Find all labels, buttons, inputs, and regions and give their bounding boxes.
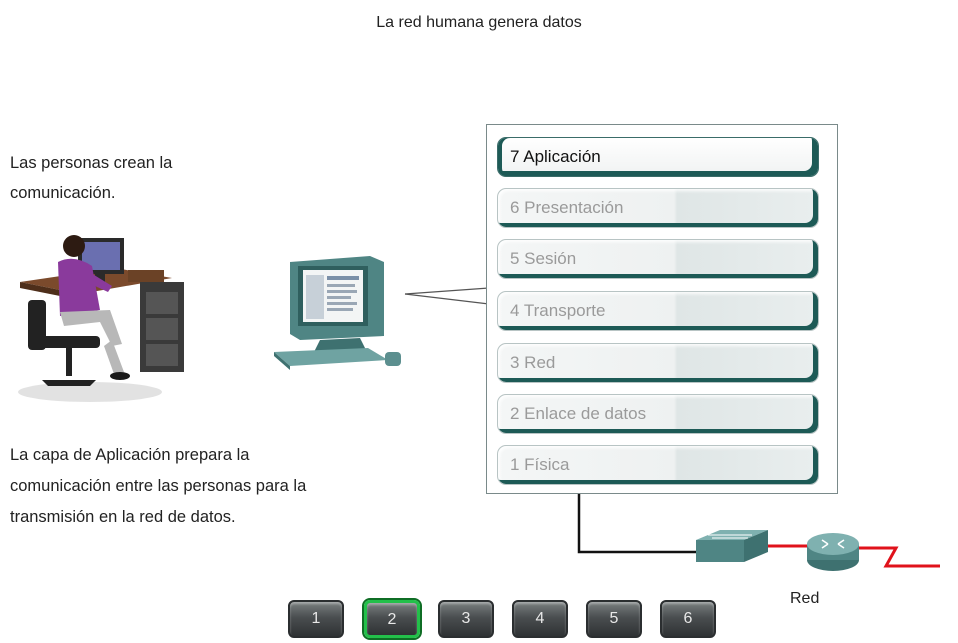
application-caption: La capa de Aplicación prepara la comunic… — [10, 440, 430, 533]
nav-button-5[interactable]: 5 — [586, 600, 642, 638]
router-icon — [807, 533, 859, 571]
layer-5-session[interactable]: 5 Sesión — [497, 239, 819, 279]
osi-layer-panel: 7 Aplicación 6 Presentación 5 Sesión 4 T… — [486, 124, 838, 494]
network-label: Red — [790, 590, 820, 607]
person-at-desk-icon — [18, 235, 184, 402]
layer-3-network[interactable]: 3 Red — [497, 343, 819, 383]
nav-button-2[interactable]: 2 — [364, 600, 420, 638]
layer-2-data-link[interactable]: 2 Enlace de datos — [497, 394, 819, 434]
application-caption-line-2: comunicación entre las personas para la — [10, 477, 307, 495]
nav-button-3[interactable]: 3 — [438, 600, 494, 638]
nav-button-4[interactable]: 4 — [512, 600, 568, 638]
switch-icon — [696, 530, 768, 562]
layer-4-transport[interactable]: 4 Transporte — [497, 291, 819, 331]
page-title: La red humana genera datos — [376, 14, 582, 31]
nav-button-6[interactable]: 6 — [660, 600, 716, 638]
layer-1-physical[interactable]: 1 Física — [497, 445, 819, 485]
people-caption-line-1: Las personas crean la — [10, 154, 173, 172]
lightning-link-icon — [859, 546, 940, 568]
layer-7-application[interactable]: 7 Aplicación — [497, 137, 819, 177]
computer-icon — [274, 256, 401, 370]
application-caption-line-3: transmisión en la red de datos. — [10, 508, 236, 526]
nav-button-1[interactable]: 1 — [288, 600, 344, 638]
people-caption-line-2: comunicación. — [10, 184, 116, 202]
people-caption: Las personas crean la comunicación. — [10, 148, 270, 208]
application-caption-line-1: La capa de Aplicación prepara la — [10, 446, 250, 464]
layer-6-presentation[interactable]: 6 Presentación — [497, 188, 819, 228]
